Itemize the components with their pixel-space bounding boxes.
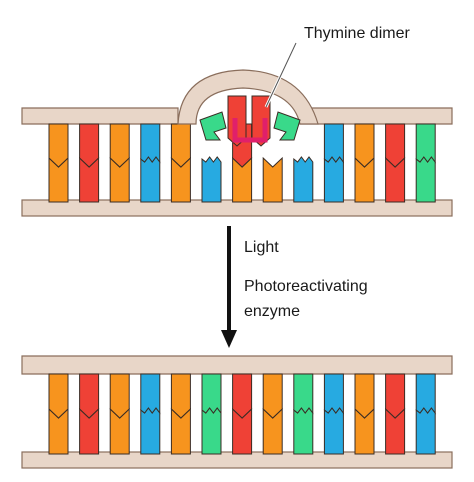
damaged-base-bottom-8 <box>262 156 283 203</box>
enzyme-arc <box>177 69 319 125</box>
damaged-base-bottom-10 <box>323 156 344 203</box>
damaged-base-top-4 <box>140 123 161 164</box>
repaired-base-top-1 <box>48 373 69 419</box>
process-arrow-head <box>221 330 237 348</box>
damaged-base-bottom-6 <box>201 156 222 203</box>
repaired-dna <box>21 355 453 469</box>
repaired-base-top-4 <box>140 373 161 415</box>
repaired-base-top-9 <box>293 373 314 415</box>
enzyme-label-line2: enzyme <box>244 303 300 320</box>
damaged-base-bottom-13 <box>415 156 436 203</box>
repaired-base-top-5 <box>170 373 191 419</box>
repaired-base-bottom-4 <box>140 407 161 455</box>
repaired-base-top-11 <box>354 373 375 419</box>
damaged-base-top-5 <box>170 123 191 168</box>
damaged-base-bottom-4 <box>140 156 161 203</box>
repaired-base-bottom-10 <box>323 407 344 455</box>
damaged-base-top-1 <box>48 123 69 168</box>
enzyme-label-line1: Photoreactivating <box>244 278 368 295</box>
light-label: Light <box>244 239 279 256</box>
repaired-base-bottom-9 <box>293 407 314 455</box>
repaired-base-top-13 <box>415 373 436 415</box>
repaired-base-top-7 <box>232 373 253 419</box>
enzyme-jaw-left <box>199 111 227 141</box>
repaired-base-top-3 <box>109 373 130 419</box>
repaired-top-backbone <box>21 355 453 375</box>
dimer-pointer-line-core <box>265 42 297 108</box>
damaged-base-top-10 <box>323 123 344 164</box>
thymine-dimer-label: Thymine dimer <box>304 25 410 42</box>
damaged-base-top-11 <box>354 123 375 168</box>
repaired-base-top-2 <box>79 373 100 419</box>
damaged-base-top-2 <box>79 123 100 168</box>
repaired-base-top-10 <box>323 373 344 415</box>
enzyme-jaw-right <box>273 111 301 141</box>
thymine-dimer-bond <box>232 118 268 143</box>
damaged-base-top-13 <box>415 123 436 164</box>
repaired-base-bottom-6 <box>201 407 222 455</box>
photoreactivating-enzyme <box>177 69 319 147</box>
repaired-base-bottom-13 <box>415 407 436 455</box>
repaired-base-top-8 <box>262 373 283 419</box>
repaired-base-top-12 <box>385 373 406 419</box>
damaged-base-bottom-9 <box>293 156 314 203</box>
damaged-base-top-12 <box>385 123 406 168</box>
damaged-base-top-3 <box>109 123 130 168</box>
repaired-base-top-6 <box>201 373 222 415</box>
